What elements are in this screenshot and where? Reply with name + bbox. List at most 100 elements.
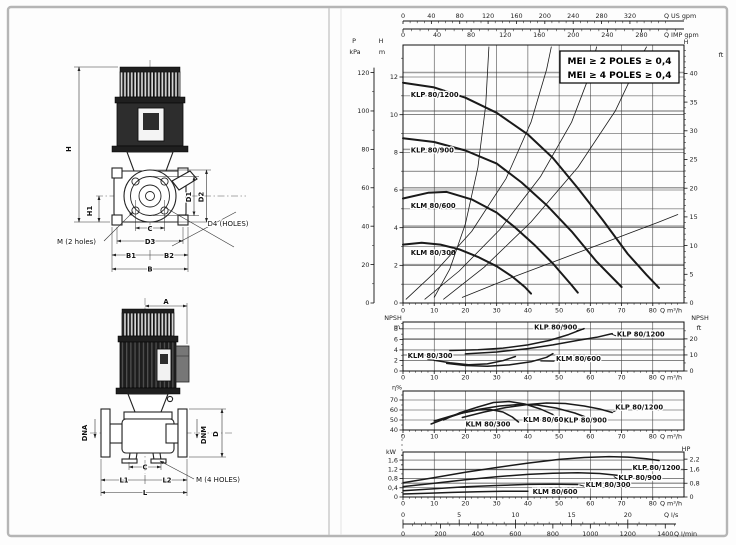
axis-title: NPSH (691, 314, 709, 322)
foot-pad (121, 458, 138, 464)
axis-label: 10 (430, 500, 438, 508)
leader-M-2-holes (103, 211, 134, 242)
axis-label: 400 (472, 530, 484, 538)
axis-label: 100 (357, 107, 369, 115)
dim-label-d2: D2 (198, 192, 206, 203)
axis-label: 0 (401, 511, 405, 519)
axis-label: 6 (394, 186, 398, 194)
axis-label: 70 (617, 307, 625, 315)
curve-klm-80-300 (402, 241, 532, 295)
axis-label: 30 (493, 500, 501, 508)
axis-label: 0 (365, 299, 369, 307)
curve-label-klp-80-1200: KLP 80/1200 (617, 330, 665, 338)
axis-label: 40 (690, 70, 698, 78)
lantern (126, 151, 174, 172)
axis-label: 10 (690, 351, 698, 359)
pump-top-plate (123, 411, 173, 420)
curve-klm-80-600 (442, 400, 554, 421)
axis-label: 0 (401, 12, 405, 20)
axis-label: 1400 (657, 530, 673, 538)
axis-label: 1,6 (690, 466, 700, 474)
curve-klm-80-300 (433, 355, 517, 366)
axis-label: 40 (524, 433, 532, 441)
axis-unit: Q IMP gpm (664, 31, 699, 39)
axis-label: 30 (690, 127, 698, 135)
axis-label: 240 (601, 31, 613, 39)
axis-label: 20 (461, 433, 469, 441)
dim-label-l1: L1 (119, 477, 128, 485)
axis-label: 40 (524, 500, 532, 508)
dim-label-h1: H1 (86, 206, 94, 217)
axis-unit: Q m³/h (660, 500, 682, 508)
axis-label: 30 (493, 374, 501, 382)
axis-title: kPa (349, 48, 360, 56)
axis-title: H (684, 38, 689, 46)
axis-unit: Q m³/h (660, 374, 682, 382)
curve-klp-80-900 (433, 403, 585, 422)
axis-label: 80 (649, 307, 657, 315)
axis-label: 2,2 (690, 455, 700, 463)
axis-label: 10 (511, 511, 519, 519)
dim-label-d: D (212, 431, 220, 437)
dim-label-l2: L2 (162, 477, 171, 485)
axis-label: 1000 (582, 530, 598, 538)
axis-label: 1,6 (388, 456, 398, 464)
axis-label: 280 (595, 12, 607, 20)
suction-flange (100, 408, 111, 458)
motor-shoulder (117, 335, 179, 343)
curve-klp-80-1200 (402, 81, 660, 289)
mei-text: MEI ≥ 2 POLES ≥ 0,4 (567, 57, 671, 67)
axis-label: 0 (401, 31, 405, 39)
axis-label: 1,2 (388, 466, 398, 474)
axis-label: 20 (361, 261, 369, 269)
corner-pad (111, 167, 123, 179)
axis-label: 2 (394, 262, 398, 270)
curve-klp-80-900 (402, 472, 623, 488)
dim-label-b: B (147, 266, 152, 274)
flange-circle (130, 176, 170, 216)
axis-label: 40 (524, 374, 532, 382)
axis-label: 160 (510, 12, 522, 20)
curve-label-klm-80-300: KLM 80/300 (411, 249, 456, 257)
plot-border (402, 390, 685, 431)
axis-label: 120 (357, 69, 369, 77)
motor-fins (121, 312, 175, 337)
motor-flange (111, 145, 189, 153)
lantern (127, 393, 169, 413)
axis-label: 0 (401, 433, 405, 441)
axis-title: H (379, 37, 384, 45)
curve-label-klp-80-900: KLP 80/900 (411, 146, 454, 154)
motor-cap (119, 66, 181, 73)
axis-label: 0 (690, 367, 694, 375)
terminal-box (175, 345, 190, 383)
axis-label: 40 (524, 307, 532, 315)
axis-label: 50 (555, 374, 563, 382)
curve-label-klm-80-300: KLM 80/300 (586, 481, 631, 489)
foot-pad (150, 458, 167, 464)
curve-label-klp-80-1200: KLP 80/1200 (615, 404, 663, 412)
axis-label: 25 (690, 156, 698, 164)
port-circle (138, 184, 162, 208)
axis-title: m (394, 323, 400, 331)
curve-label-klm-80-300: KLM 80/300 (465, 421, 510, 429)
mei-annotation-box (559, 50, 680, 84)
motor-shoulder (114, 96, 186, 104)
curve-label-klp-80-900: KLP 80/900 (618, 474, 661, 482)
curve-label-klm-80-600: KLM 80/600 (556, 355, 601, 363)
axis-label: 60 (390, 406, 398, 414)
axis-label: 12 (390, 73, 398, 81)
axis-label: 0 (394, 299, 398, 307)
axis-title: η% (392, 384, 402, 392)
curve-label-klm-80-600: KLM 80/600 (523, 416, 568, 424)
motor-cap (121, 308, 175, 314)
axis-label: 80 (649, 500, 657, 508)
axis-label: 4 (394, 346, 398, 354)
axis-label: 10 (430, 374, 438, 382)
axis-label: 80 (467, 31, 475, 39)
motor-nameplate (156, 348, 172, 382)
axis-title: ft (719, 51, 724, 59)
